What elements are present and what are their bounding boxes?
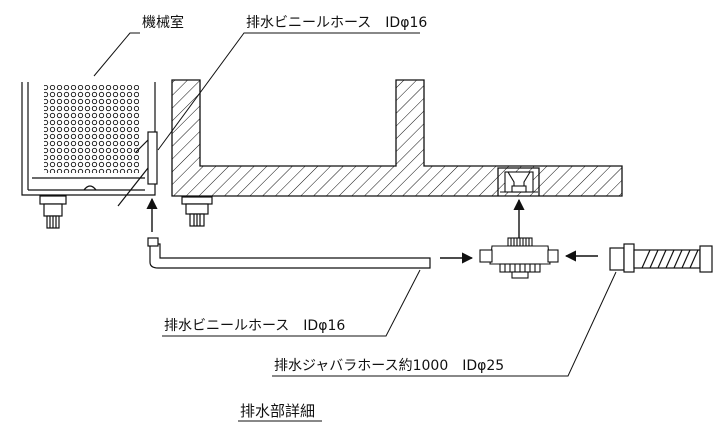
leader-lines <box>93 32 617 422</box>
caption: 排水部詳細 <box>240 402 315 420</box>
leader-vinyl-hose-bottom <box>162 269 421 337</box>
vinyl-hose-upright <box>147 131 158 185</box>
leader-vinyl-hose-top <box>157 32 420 151</box>
drain-trap-fitting <box>479 237 559 279</box>
label-machine-room: 機械室 <box>142 14 184 31</box>
sink-foot <box>181 196 213 227</box>
label-vinyl-hose-top: 排水ビニールホース IDφ16 <box>246 15 427 31</box>
vinyl-hose <box>147 237 431 269</box>
label-vinyl-hose-bottom: 排水ビニールホース IDφ16 <box>164 318 345 334</box>
sink-drain-fitting <box>500 171 538 193</box>
leader-bellows-hose <box>272 271 617 377</box>
vent-grille <box>44 85 139 173</box>
label-bellows-hose: 排水ジャバラホース約1000 IDφ25 <box>274 358 504 374</box>
machine-room-cabinet <box>21 82 156 207</box>
bellows-hose <box>609 243 713 273</box>
cabinet-foot-left <box>39 195 67 229</box>
leader-machine-room <box>93 32 140 77</box>
sink-body <box>171 79 623 197</box>
